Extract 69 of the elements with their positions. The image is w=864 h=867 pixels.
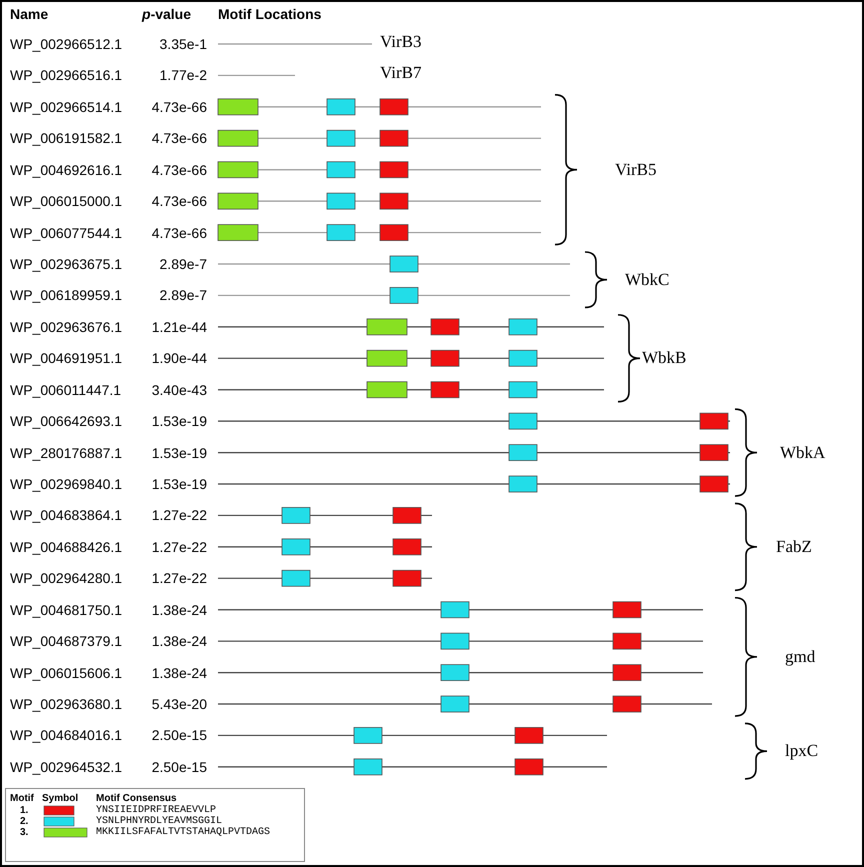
sequence-name: WP_002966512.1 [10,36,122,52]
group-label: lpxC [785,742,818,760]
p-value: 2.89e-7 [160,287,207,304]
p-value: 1.21e-44 [152,318,207,335]
consensus-sequence: MKKIILSFAFALTVTSTAHAQLPVTDAGS [96,827,270,838]
sequence-name: WP_002966516.1 [10,67,122,84]
p-value: 4.73e-66 [152,98,207,115]
legend-header: Motif Consensus [96,793,177,804]
motif-number: 3. [20,827,28,838]
p-value: 5.43e-20 [152,696,207,712]
p-value: 4.73e-66 [152,224,207,241]
p-value: 1.77e-2 [160,67,207,84]
sequence-name: WP_002963675.1 [10,256,122,272]
p-value: 2.50e-15 [152,758,207,775]
motif-number: 1. [20,805,28,816]
sequence-name: WP_004687379.1 [10,633,122,650]
column-header: Name [10,6,48,22]
column-header: p-value [142,6,192,22]
sequence-name: WP_004688426.1 [10,538,122,555]
sequence-name: WP_004681750.1 [10,602,122,618]
sequence-name: WP_004691951.1 [10,350,122,366]
group-label: WbkB [642,349,686,368]
p-value: 1.38e-24 [152,602,207,618]
sequence-name: WP_004692616.1 [10,162,122,178]
column-header: Motif Locations [218,6,322,22]
p-value: 1.53e-19 [152,444,207,461]
group-label: gmd [785,648,816,666]
p-value: 4.73e-66 [152,193,207,210]
consensus-sequence: YSNLPHNYRDLYEAVMSGGIL [96,816,222,827]
group-label: VirB5 [615,160,656,179]
p-value: 1.38e-24 [152,664,207,681]
sequence-name: WP_006015000.1 [10,193,122,210]
sequence-name: WP_004684016.1 [10,727,122,744]
p-value: 1.38e-24 [152,633,207,650]
p-value: 1.90e-44 [152,350,207,366]
legend-header: Motif [10,793,34,804]
legend-header: Symbol [42,793,78,804]
p-value: 1.53e-19 [152,476,207,492]
sequence-name: WP_002964280.1 [10,570,122,586]
p-value: 2.89e-7 [160,256,207,272]
sequence-name: WP_006189959.1 [10,287,122,304]
motif-number: 2. [20,816,28,827]
p-value: 4.73e-66 [152,162,207,178]
sequence-name: WP_002964532.1 [10,758,122,775]
p-value: 3.35e-1 [160,36,207,52]
consensus-sequence: YNSIIEIDPRFIREAEVVLP [96,805,216,816]
p-value: 3.40e-43 [152,382,207,398]
p-value: 1.53e-19 [152,413,207,430]
sequence-name: WP_002966514.1 [10,98,122,115]
sequence-name: WP_002969840.1 [10,476,122,492]
sequence-name: WP_006077544.1 [10,224,122,241]
group-label: WbkA [780,444,826,462]
sequence-name: WP_006011447.1 [10,382,122,398]
sequence-name: WP_002963676.1 [10,318,122,335]
group-label: FabZ [776,538,812,556]
p-value: 1.27e-22 [152,538,207,555]
sequence-name: WP_004683864.1 [10,507,122,524]
group-label: VirB3 [380,33,422,51]
sequence-name: WP_280176887.1 [10,444,122,461]
group-label: VirB7 [380,64,422,82]
p-value: 2.50e-15 [152,727,207,744]
p-value: 4.73e-66 [152,130,207,146]
sequence-name: WP_006191582.1 [10,130,122,146]
p-value: 1.27e-22 [152,570,207,586]
p-value: 1.27e-22 [152,507,207,524]
sequence-name: WP_006642693.1 [10,413,122,430]
group-label: WbkC [625,270,670,289]
sequence-name: WP_002963680.1 [10,696,122,712]
sequence-name: WP_006015606.1 [10,664,122,681]
